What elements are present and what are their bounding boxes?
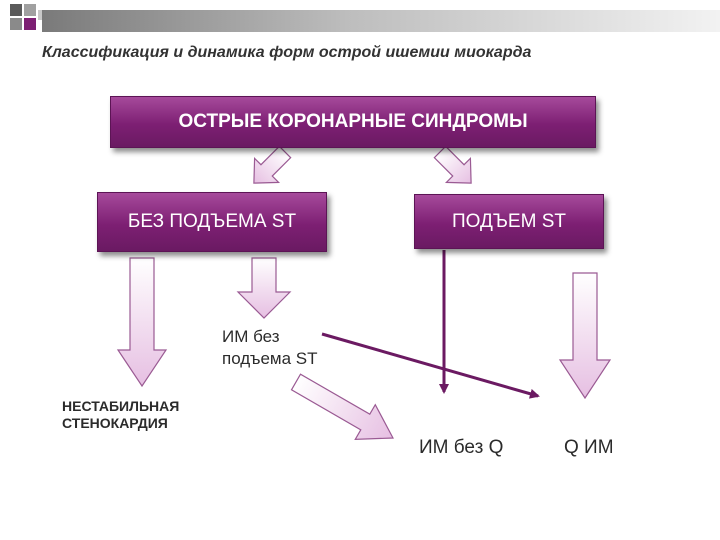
label-nstemi: ИМ без подъема ST [222, 326, 318, 370]
arrow-nstemi-to-non-q [290, 373, 394, 440]
arrow-acs-to-no-st [253, 145, 292, 184]
box-without-st-elevation: БЕЗ ПОДЪЕМА ST [97, 192, 327, 252]
label-nstemi-line2: подъема ST [222, 349, 318, 368]
label-non-q-mi: ИМ без Q [419, 437, 504, 458]
label-unstable-line1: НЕСТАБИЛЬНАЯ [62, 398, 180, 414]
label-unstable-angina: НЕСТАБИЛЬНАЯ СТЕНОКАРДИЯ [62, 398, 179, 432]
box-acute-coronary-syndromes: ОСТРЫЕ КОРОНАРНЫЕ СИНДРОМЫ [110, 96, 596, 148]
arrow-acs-to-st [433, 145, 472, 184]
arrow-to-unstable-angina [116, 257, 168, 388]
box-st-elevation: ПОДЪЕМ ST [414, 194, 604, 249]
label-unstable-line2: СТЕНОКАРДИЯ [62, 415, 168, 431]
arrow-to-nstemi [236, 257, 292, 319]
arrow-to-q-mi [558, 272, 612, 400]
line-nstemi-to-q [321, 332, 540, 399]
label-q-mi: Q ИМ [564, 437, 614, 458]
header-gradient-bar [42, 10, 720, 32]
label-nstemi-line1: ИМ без [222, 327, 280, 346]
slide-title: Классификация и динамика форм острой ише… [42, 44, 532, 61]
